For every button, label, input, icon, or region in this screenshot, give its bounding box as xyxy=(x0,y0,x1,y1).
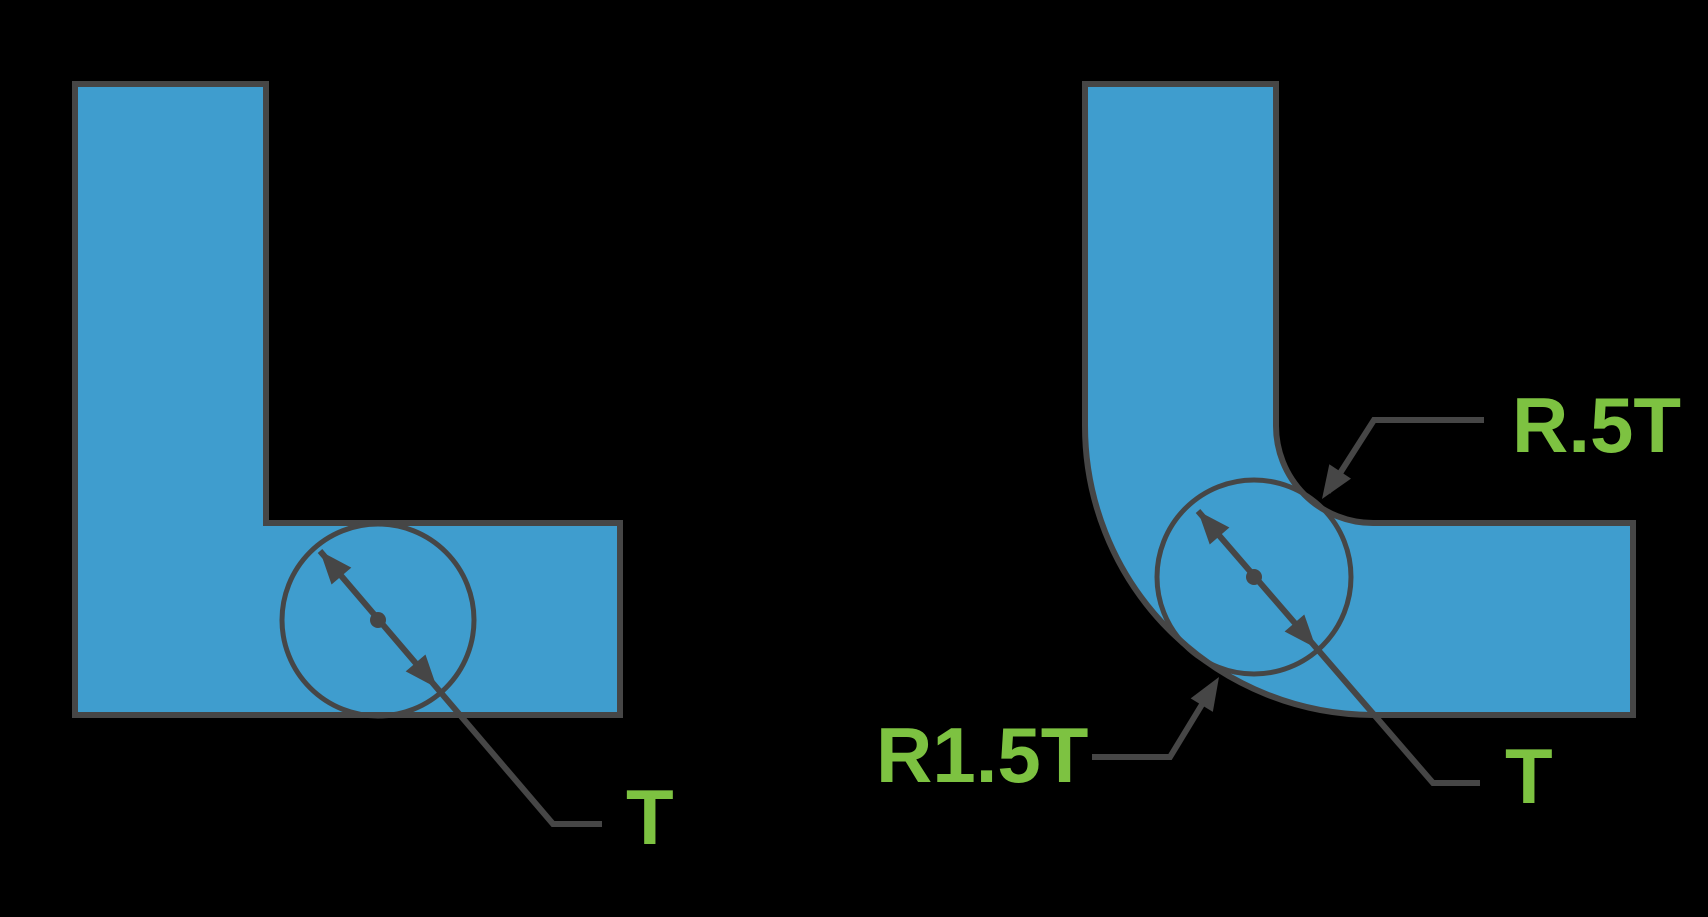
outer-radius-label: R1.5T xyxy=(876,711,1088,799)
diameter-arrowhead-lower-icon xyxy=(405,654,437,688)
inner-radius-leader-line xyxy=(1325,417,1484,494)
outer-radius-leader-line xyxy=(1092,686,1215,760)
thickness-gauge-circle xyxy=(279,521,477,719)
circle-center-dot xyxy=(370,612,386,628)
diameter-arrowhead-upper-icon xyxy=(320,551,352,585)
filleted-corner-diagram: R.5T R1.5T T xyxy=(876,81,1681,820)
thickness-label: T xyxy=(1505,732,1553,820)
thickness-leader-line xyxy=(1195,509,1480,786)
diameter-arrowhead-lower-icon xyxy=(1284,614,1316,648)
sharp-corner-part xyxy=(72,81,623,718)
filleted-corner-part xyxy=(1082,81,1636,718)
inner-radius-arrowhead-icon xyxy=(1322,464,1352,499)
inner-radius-label: R.5T xyxy=(1512,381,1681,469)
circle-center-dot xyxy=(1246,569,1262,585)
thickness-label: T xyxy=(626,773,674,861)
outer-radius-arrowhead-icon xyxy=(1190,677,1219,712)
thickness-gauge-circle xyxy=(1154,477,1354,677)
diameter-arrowhead-upper-icon xyxy=(1198,511,1230,545)
sharp-corner-diagram: T xyxy=(72,81,674,861)
thickness-leader-line xyxy=(317,549,602,827)
